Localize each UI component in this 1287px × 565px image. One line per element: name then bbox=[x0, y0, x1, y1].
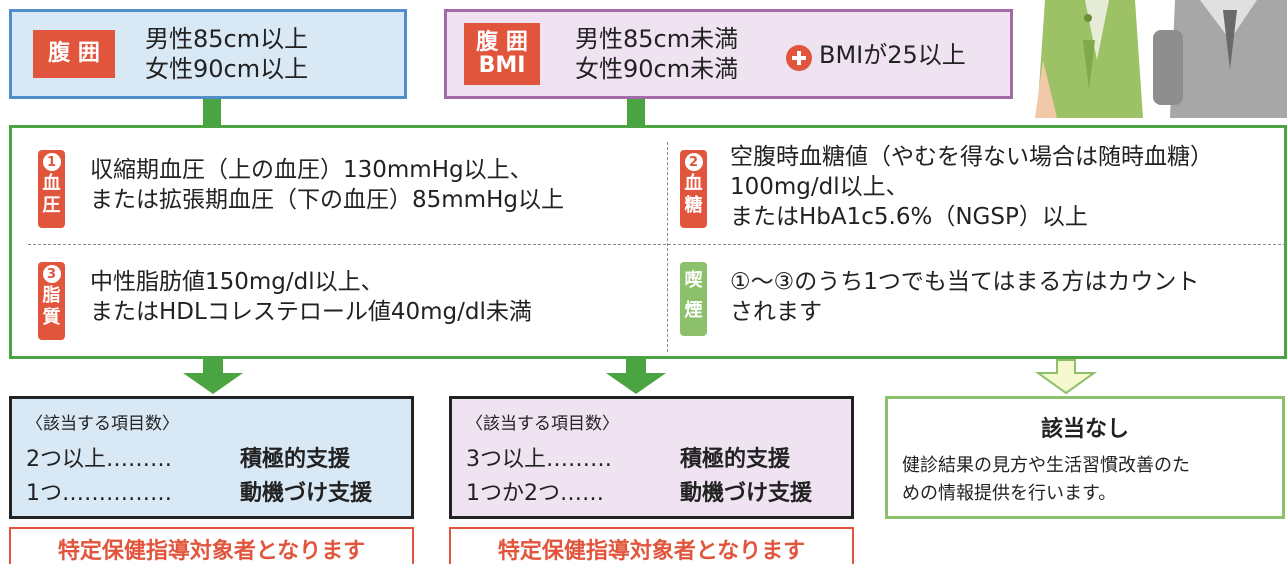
result-none-desc-2: めの情報提供を行います。 bbox=[902, 483, 1117, 504]
waist-female-under-text: 女性90cm未満 bbox=[575, 55, 739, 83]
result-box-2: 〈該当する項目数〉 3つ以上……… 積極的支援 1つか2つ…… 動機づけ支援 bbox=[449, 396, 854, 519]
result-2-count-1: 3つ以上……… bbox=[466, 447, 612, 472]
waist-male-text: 男性85cm以上 bbox=[145, 25, 309, 53]
result-none-desc-1: 健診結果の見方や生活習慣改善のた bbox=[902, 455, 1190, 476]
bs-char-2: 糖 bbox=[684, 195, 703, 216]
criteria-box: 1 血 圧 収縮期血圧（上の血圧）130mmHg以上、 または拡張期血圧（下の血… bbox=[9, 125, 1287, 359]
waist-bmi-tag: 腹 囲 BMI bbox=[464, 23, 540, 85]
smoking-line-2: されます bbox=[730, 299, 822, 325]
number-2-icon: 2 bbox=[684, 153, 703, 171]
connector-left bbox=[203, 99, 221, 127]
plus-icon bbox=[786, 45, 812, 71]
result-2-heading: 〈該当する項目数〉 bbox=[466, 414, 619, 434]
blood-sugar-line-1: 空腹時血糖値（やむを得ない場合は随時血糖） bbox=[730, 144, 1213, 170]
smoking-char-2: 煙 bbox=[684, 300, 703, 321]
waist-bmi-criteria-box: 腹 囲 BMI 男性85cm未満 女性90cm未満 BMIが25以上 bbox=[444, 9, 1013, 99]
waist-bmi-tag-line2: BMI bbox=[478, 53, 526, 78]
horizontal-divider bbox=[28, 244, 1286, 245]
result-1-count-1: 2つ以上……… bbox=[26, 447, 172, 472]
smoking-tag: 喫 煙 bbox=[680, 262, 707, 336]
blood-pressure-line-2: または拡張期血圧（下の血圧）85mmHg以上 bbox=[90, 187, 564, 213]
waist-bmi-tag-line1: 腹 囲 bbox=[476, 29, 528, 55]
result-2-support-2: 動機づけ支援 bbox=[680, 481, 813, 506]
arrow-down-icon bbox=[183, 359, 243, 394]
result-2-count-2: 1つか2つ…… bbox=[466, 481, 604, 506]
bs-char-1: 血 bbox=[684, 173, 703, 194]
lipid-line-2: またはHDLコレステロール値40mg/dl未満 bbox=[90, 299, 532, 325]
waist-criteria-box: 腹 囲 男性85cm以上 女性90cm以上 bbox=[9, 9, 407, 99]
vertical-divider bbox=[667, 142, 668, 352]
blood-sugar-line-3: またはHbA1c5.6%（NGSP）以上 bbox=[730, 204, 1088, 230]
arrow-down-outline-icon bbox=[1034, 359, 1098, 395]
result-box-none: 該当なし 健診結果の見方や生活習慣改善のた めの情報提供を行います。 bbox=[885, 396, 1285, 519]
result-1-heading: 〈該当する項目数〉 bbox=[26, 414, 179, 434]
blood-pressure-line-1: 収縮期血圧（上の血圧）130mmHg以上、 bbox=[90, 157, 533, 183]
connector-right bbox=[627, 99, 645, 127]
blood-sugar-line-2: 100mg/dl以上、 bbox=[730, 174, 909, 200]
result-2-footer: 特定保健指導対象者となります bbox=[449, 527, 854, 564]
result-1-count-2: 1つ…………… bbox=[26, 481, 172, 506]
result-2-support-1: 積極的支援 bbox=[680, 447, 791, 472]
waist-female-text: 女性90cm以上 bbox=[145, 55, 309, 83]
smoking-line-1: ①～③のうち1つでも当てはまる方はカウント bbox=[730, 269, 1200, 295]
lipid-tag: 3 脂 質 bbox=[38, 262, 65, 340]
lipid-char-2: 質 bbox=[42, 307, 61, 328]
bp-char-1: 血 bbox=[42, 173, 61, 194]
result-1-support-1: 積極的支援 bbox=[240, 447, 351, 472]
result-box-1: 〈該当する項目数〉 2つ以上……… 積極的支援 1つ…………… 動機づけ支援 bbox=[9, 396, 414, 519]
smoking-char-1: 喫 bbox=[684, 270, 703, 291]
arrow-down-icon bbox=[606, 359, 666, 394]
result-none-title: 該当なし bbox=[1040, 417, 1129, 442]
result-1-support-2: 動機づけ支援 bbox=[240, 481, 373, 506]
waist-male-under-text: 男性85cm未満 bbox=[575, 25, 739, 53]
bmi-text: BMIが25以上 bbox=[819, 41, 966, 69]
blood-pressure-tag: 1 血 圧 bbox=[38, 150, 65, 228]
number-1-icon: 1 bbox=[42, 153, 61, 171]
bp-char-2: 圧 bbox=[42, 195, 61, 216]
lipid-char-1: 脂 bbox=[42, 285, 61, 306]
waist-tag: 腹 囲 bbox=[33, 30, 115, 78]
lipid-line-1: 中性脂肪値150mg/dl以上、 bbox=[90, 269, 384, 295]
result-1-footer: 特定保健指導対象者となります bbox=[9, 527, 414, 564]
blood-sugar-tag: 2 血 糖 bbox=[680, 150, 707, 228]
people-illustration bbox=[1035, 0, 1287, 118]
number-3-icon: 3 bbox=[42, 265, 61, 283]
